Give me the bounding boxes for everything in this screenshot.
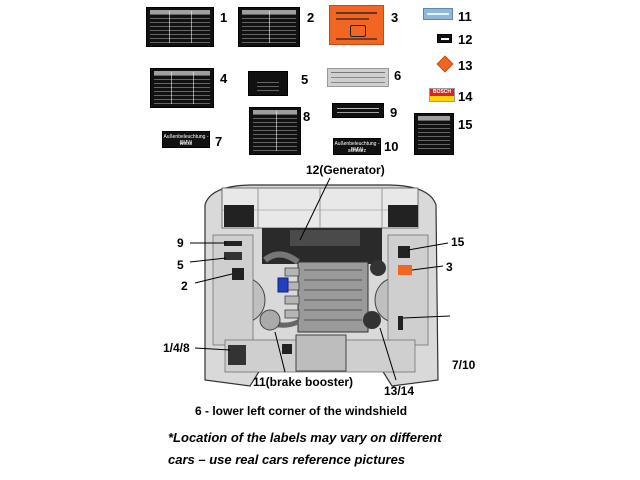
label-3-plate	[329, 5, 384, 45]
bosch-text: BOSCH	[430, 89, 454, 96]
label-7-text: Außenbeleuchtung - BMW	[163, 134, 209, 146]
label-9-plate	[332, 103, 384, 118]
bay-label-5	[224, 252, 242, 260]
label-14-number: 14	[458, 89, 473, 104]
label-3-number: 3	[391, 10, 399, 25]
label-5-number: 5	[301, 72, 309, 87]
bay-label-3	[398, 265, 412, 275]
label-5-plate	[248, 71, 288, 96]
bay-label-148	[228, 345, 246, 365]
label-4-plate	[150, 68, 214, 108]
label-10-subtext: schwarz	[347, 148, 367, 154]
inner-fender-left	[212, 234, 254, 346]
bay-label-right-small	[398, 316, 403, 330]
label-14-plate: BOSCH	[429, 88, 455, 102]
windshield-caption: 6 - lower left corner of the windshield	[195, 404, 408, 418]
label-8-number: 8	[303, 109, 311, 124]
label-4-number: 4	[220, 71, 228, 86]
location-note-line2: cars – use real cars reference pictures	[168, 452, 406, 467]
label-10-plate: Außenbeleuchtung - BMW schwarz	[333, 138, 381, 155]
label-10-number: 10	[384, 139, 399, 154]
label-2-number: 2	[307, 10, 315, 25]
label-13-number: 13	[458, 58, 473, 73]
label-7-plate: Außenbeleuchtung - BMW weiss	[162, 131, 210, 148]
label-2-plate	[238, 7, 300, 47]
label-1-plate	[146, 7, 214, 47]
callout-3: 3	[446, 260, 453, 274]
callout-7-10: 7/10	[452, 358, 476, 372]
callout-1-4-8: 1/4/8	[163, 341, 190, 355]
label-6-number: 6	[394, 68, 402, 83]
callout-5: 5	[177, 258, 184, 272]
callout-9: 9	[177, 236, 184, 250]
callout-generator: 12(Generator)	[306, 163, 385, 177]
label-12-number: 12	[458, 32, 473, 47]
engine-block	[297, 261, 369, 333]
label-15-number: 15	[458, 117, 473, 132]
label-10-text: Außenbeleuchtung - BMW	[334, 141, 380, 153]
location-note-line1: *Location of the labels may vary on diff…	[168, 430, 442, 445]
label-11-plate	[423, 8, 453, 20]
label-7-number: 7	[215, 134, 223, 149]
label-6-plate	[327, 68, 389, 87]
cowl-right-box	[388, 205, 418, 227]
label-11-number: 11	[458, 9, 472, 24]
cowl-left-box	[224, 205, 254, 227]
bay-label-15	[398, 246, 410, 258]
label-1-number: 1	[220, 10, 228, 25]
label-15-plate	[414, 113, 454, 155]
bay-label-2	[232, 268, 244, 280]
label-7-subtext: weiss	[179, 141, 193, 147]
label-12-plate	[437, 34, 452, 43]
callout-brake-booster: 11(brake booster)	[253, 375, 354, 389]
label-8-plate	[249, 107, 301, 155]
callout-15: 15	[451, 235, 465, 249]
label-9-number: 9	[390, 105, 398, 120]
callout-2: 2	[181, 279, 188, 293]
callout-13-14: 13/14	[384, 384, 415, 398]
bay-label-9	[224, 241, 242, 246]
blue-component	[277, 277, 289, 293]
